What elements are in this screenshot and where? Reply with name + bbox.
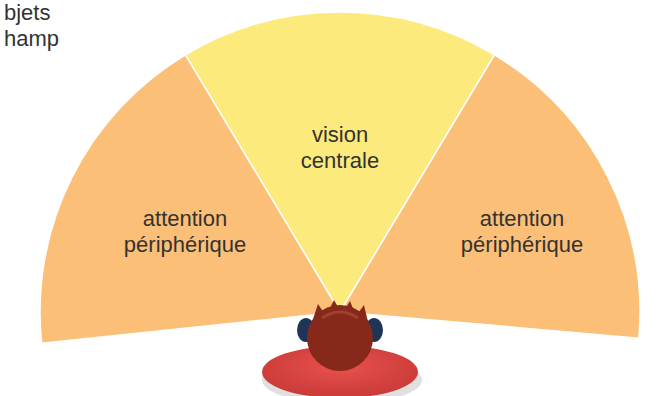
sector-label: vision centrale (280, 122, 400, 174)
sector-shape (338, 52, 642, 341)
text-anchor: vision centrale (280, 122, 400, 174)
cut-text: hamp (4, 26, 59, 52)
sector-label: attention périphérique (100, 206, 270, 258)
peripheral-sector: attention périphérique (338, 52, 642, 341)
text-anchor: attention périphérique (100, 206, 270, 258)
text-anchor: attention périphérique (437, 206, 607, 258)
sector-fill (340, 55, 640, 338)
sector-label: attention périphérique (437, 206, 607, 258)
cut-text: bjets (4, 0, 50, 26)
